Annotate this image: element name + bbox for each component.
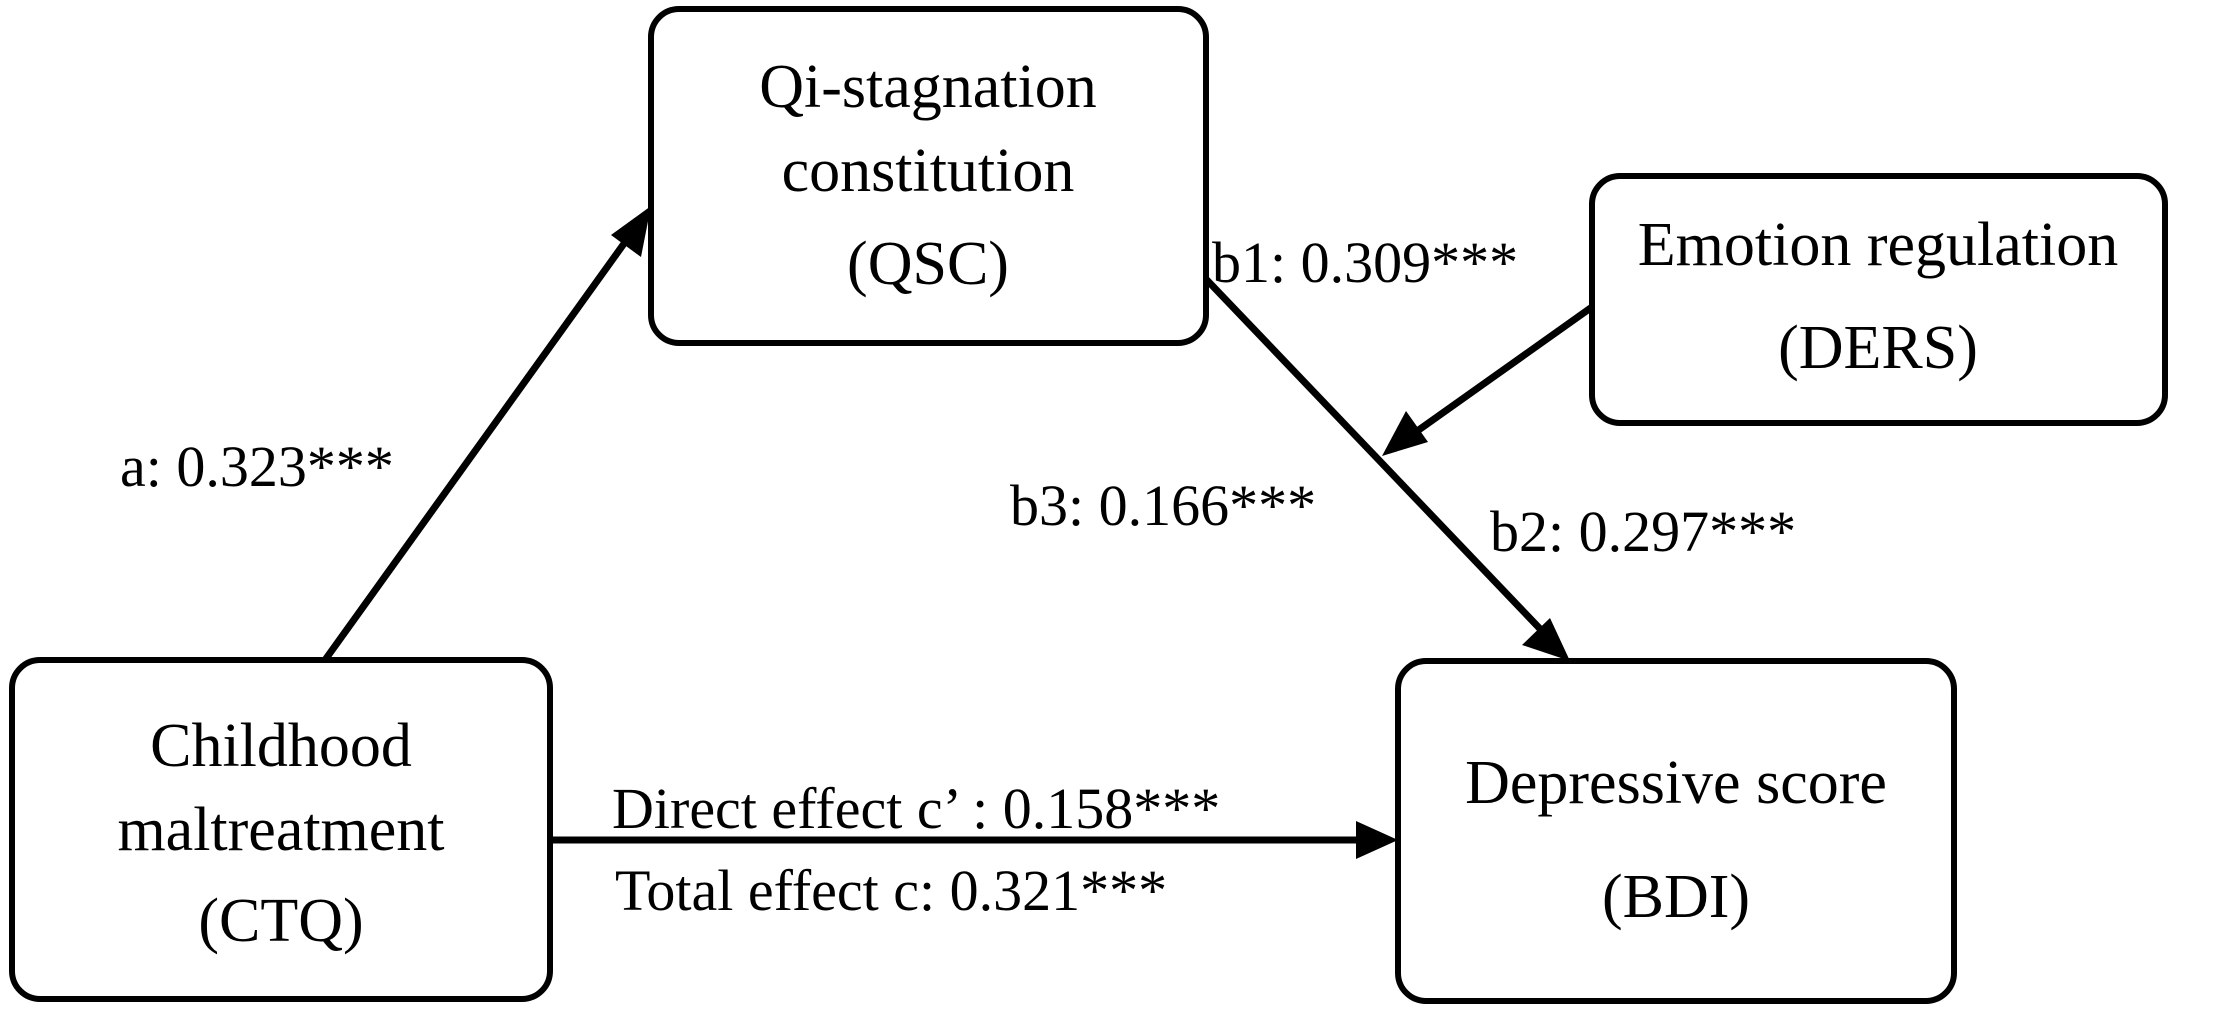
- edge-label-direct-effect: Direct effect c’ : 0.158***: [612, 776, 1220, 841]
- edge-qsc-to-bdi-line: [1202, 275, 1548, 637]
- edge-ctq-to-qsc-arrowhead: [611, 206, 651, 257]
- edge-label-b3: b3: 0.166***: [1010, 473, 1316, 538]
- node-ctq: Childhood maltreatment (CTQ): [9, 657, 553, 1002]
- edge-ctq-to-qsc-line: [322, 235, 631, 663]
- node-qsc-line2: constitution: [782, 137, 1075, 205]
- edge-label-a: a: 0.323***: [120, 434, 394, 499]
- edge-ders-to-path-line: [1410, 304, 1595, 437]
- node-qsc-box: [648, 6, 1209, 346]
- node-ctq-box: [9, 657, 553, 1002]
- node-qsc-line1: Qi-stagnation: [759, 53, 1097, 121]
- node-bdi: Depressive score (BDI): [1395, 658, 1957, 1004]
- edge-label-total-effect: Total effect c: 0.321***: [615, 858, 1167, 923]
- edge-ctq-to-bdi: [550, 821, 1398, 859]
- edge-ders-to-path-arrowhead: [1382, 411, 1428, 456]
- node-ders-box: [1589, 173, 2168, 426]
- node-ders-line1: Emotion regulation: [1638, 211, 2118, 279]
- node-ctq-line3: (CTQ): [198, 887, 363, 955]
- node-bdi-line2: (BDI): [1602, 863, 1750, 931]
- edge-qsc-to-bdi: [1202, 275, 1570, 661]
- edge-ctq-to-qsc: [322, 206, 651, 663]
- node-bdi-line1: Depressive score: [1465, 749, 1887, 817]
- node-qsc: Qi-stagnation constitution (QSC): [648, 6, 1209, 346]
- node-bdi-box: [1395, 658, 1957, 1004]
- edge-qsc-to-bdi-arrowhead: [1522, 618, 1570, 661]
- edge-label-b1: b1: 0.309***: [1212, 230, 1518, 295]
- edge-label-b2: b2: 0.297***: [1490, 499, 1796, 564]
- node-ctq-line1: Childhood: [150, 712, 412, 780]
- node-ders: Emotion regulation (DERS): [1589, 173, 2168, 426]
- edge-ders-to-path: [1382, 304, 1595, 456]
- node-ctq-line2: maltreatment: [117, 796, 444, 864]
- edge-ctq-to-bdi-arrowhead: [1356, 821, 1398, 859]
- node-qsc-line3: (QSC): [847, 230, 1009, 298]
- node-ders-line2: (DERS): [1778, 314, 1978, 382]
